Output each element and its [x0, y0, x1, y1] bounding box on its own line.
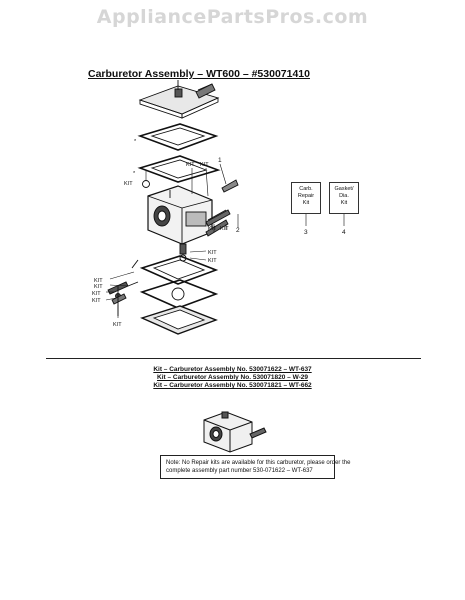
kit-box-line: Repair: [297, 193, 315, 199]
kit-assembly-line[interactable]: Kit – Carburetor Assembly No. 530071820 …: [157, 374, 308, 382]
diagram-title: Carburetor Assembly – WT600 – #530071410: [88, 68, 310, 80]
metering-diaphragm[interactable]: [139, 279, 219, 309]
callout-kit: KIT: [124, 181, 133, 187]
callout-number: 1: [218, 157, 222, 164]
callout-star: *: [212, 268, 215, 274]
fuel-inlet-fitting[interactable]: [195, 83, 216, 99]
gasket-diaphragm-kit-box[interactable]: Gasket/ Dia. Kit: [329, 182, 359, 214]
callout-kit: KIT: [92, 291, 101, 297]
callout-kit: KIT: [208, 258, 217, 264]
kit-box-line: Carb.: [299, 186, 313, 192]
section-divider: [46, 358, 421, 359]
cover-screw[interactable]: [174, 80, 183, 98]
metering-gasket[interactable]: [139, 255, 219, 285]
idle-screw[interactable]: [221, 179, 239, 193]
pump-gasket[interactable]: [137, 123, 219, 151]
inlet-screen[interactable]: [142, 180, 150, 188]
kit-box-line: Kit: [302, 200, 310, 206]
callout-star: *: [134, 139, 137, 145]
callout-kit: KIT: [92, 298, 101, 304]
kit-assembly-list: Kit – Carburetor Assembly No. 530071622 …: [0, 366, 465, 391]
callout-kit: KIT: [186, 162, 195, 168]
note-box: Note: No Repair kits are available for t…: [160, 455, 351, 479]
note-line: Note: No Repair kits are available for t…: [166, 460, 351, 466]
low-speed-needle[interactable]: [205, 219, 229, 237]
site-watermark: AppliancePartsPros.com: [96, 6, 369, 28]
kit-box-line: Dia.: [339, 193, 349, 199]
callout-star: *: [212, 292, 215, 298]
callout-kit: KIT: [208, 226, 217, 232]
note-line: complete assembly part number 530-071622…: [166, 468, 313, 474]
callout-star: *: [133, 171, 136, 177]
callout-number: 2: [236, 227, 240, 234]
callout-kit: KIT: [220, 226, 229, 232]
callout-kit: KIT: [113, 322, 122, 328]
kit-assembly-line[interactable]: Kit – Carburetor Assembly No. 530071622 …: [153, 366, 312, 373]
callout-kit: KIT: [94, 278, 103, 284]
carb-repair-kit-box[interactable]: Carb. Repair Kit: [291, 182, 321, 214]
metering-cover[interactable]: [140, 305, 218, 335]
callout-kit: KIT: [208, 250, 217, 256]
callout-kit: KIT: [200, 162, 209, 168]
callout-kit: KIT: [94, 284, 103, 290]
kit-box-line: Kit: [340, 200, 348, 206]
kit-box-number: 3: [304, 229, 308, 236]
carburetor-assembly-thumbnail[interactable]: [203, 411, 267, 453]
kit-box-line: Gasket/: [334, 186, 354, 192]
carburetor-body[interactable]: [147, 185, 213, 245]
kit-assembly-line[interactable]: Kit – Carburetor Assembly No. 530071821 …: [153, 382, 312, 390]
high-speed-needle[interactable]: [205, 209, 231, 227]
kit-box-number: 4: [342, 229, 346, 236]
